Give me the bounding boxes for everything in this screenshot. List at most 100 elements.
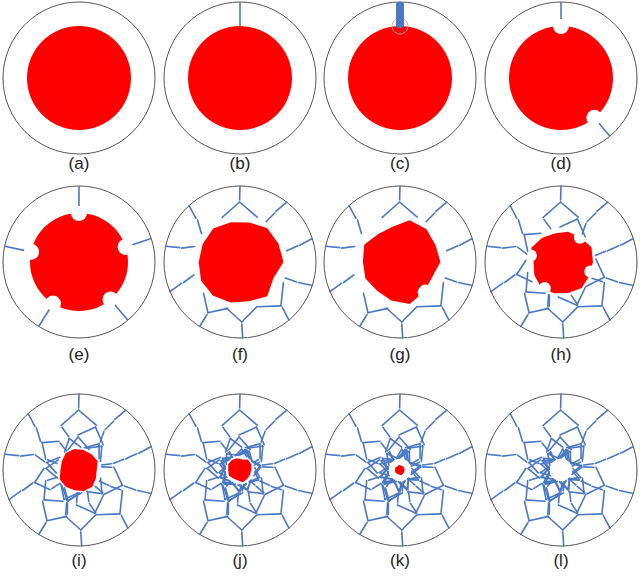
crack-branch xyxy=(487,246,501,247)
crack-branch xyxy=(239,394,241,408)
crack-branch xyxy=(300,447,313,454)
crack-branch xyxy=(559,450,566,459)
crack-branch xyxy=(546,493,560,499)
crack-branch xyxy=(23,483,33,491)
crack-branch xyxy=(460,239,473,246)
crack-branch xyxy=(35,468,44,482)
crack-branch xyxy=(223,482,233,483)
crack-branch xyxy=(541,464,549,472)
specimen-panel xyxy=(3,394,155,546)
crack-branch xyxy=(248,481,251,490)
crack-branch xyxy=(584,464,594,465)
crack-branch xyxy=(606,486,617,490)
crack-branch xyxy=(399,481,405,491)
crack-branch xyxy=(542,443,548,451)
crack-branch xyxy=(524,235,528,252)
crack-branch xyxy=(98,444,100,459)
crack-branch xyxy=(573,468,581,477)
crack-branch xyxy=(421,446,422,461)
crack-branch xyxy=(380,477,392,479)
crack-branch xyxy=(220,477,230,481)
crack-branch xyxy=(66,503,68,515)
crack-branch xyxy=(491,283,503,292)
crack-branch xyxy=(583,478,585,494)
crack-branch xyxy=(383,481,394,483)
crack-branch xyxy=(558,297,576,305)
crack-branch xyxy=(87,492,102,494)
crack-branch xyxy=(405,450,407,461)
crack-branch xyxy=(373,483,382,488)
crack-branch xyxy=(285,278,296,282)
crack-branch xyxy=(61,484,64,499)
crack-branch xyxy=(397,505,415,513)
crack-branch xyxy=(225,493,239,499)
crack-branch xyxy=(209,460,218,464)
crack-branch xyxy=(563,515,578,530)
crack-branch xyxy=(596,467,605,485)
crack-branch xyxy=(281,491,284,514)
crack-branch xyxy=(113,459,123,463)
crack-branch xyxy=(209,477,219,480)
crack-branch xyxy=(560,481,566,491)
crack-branch xyxy=(543,410,560,425)
crack-branch xyxy=(114,467,123,485)
crack-branch xyxy=(400,202,418,217)
crack-branch xyxy=(620,491,634,494)
pressurized-zone xyxy=(509,26,613,130)
specimen-panel xyxy=(485,394,637,546)
crack-branch xyxy=(562,532,565,546)
crack-branch xyxy=(220,460,229,464)
crack-branch xyxy=(389,437,399,450)
panel-label: (i) xyxy=(49,551,109,571)
crack-branch xyxy=(517,260,526,274)
crack-branch xyxy=(442,307,449,320)
pressurized-zone xyxy=(199,222,284,302)
crack-branch xyxy=(65,516,81,530)
crack-branch xyxy=(245,450,249,458)
specimen-panel xyxy=(3,2,155,154)
crack-branch xyxy=(285,486,296,490)
crack-branch xyxy=(222,484,225,499)
crack-branch xyxy=(549,453,554,460)
crack-branch xyxy=(544,427,551,436)
crack-branch xyxy=(578,427,586,445)
crack-branch xyxy=(342,247,355,249)
crack-line xyxy=(560,2,562,19)
crack-branch xyxy=(265,485,283,494)
crack-branch xyxy=(80,532,82,546)
crack-branch xyxy=(431,486,442,490)
crack-branch xyxy=(407,478,409,490)
crack-branch xyxy=(402,515,417,530)
crack-branch xyxy=(399,394,401,408)
crack-branch xyxy=(261,446,262,461)
crack-branch xyxy=(196,483,211,490)
crack-branch xyxy=(561,202,579,217)
crack-branch xyxy=(526,481,528,500)
crack-branch xyxy=(570,491,571,501)
crack-branch xyxy=(379,473,389,476)
crack-branch xyxy=(417,513,441,515)
crack-branch xyxy=(435,467,444,485)
crack-branch xyxy=(436,410,447,419)
crack-branch xyxy=(368,308,388,312)
crack-branch xyxy=(365,481,367,500)
crack-branch xyxy=(597,202,608,211)
crack-branch xyxy=(238,450,245,456)
crack-branch xyxy=(505,275,515,283)
crack-branch xyxy=(213,483,222,488)
crack-branch xyxy=(166,454,180,455)
crack-branch xyxy=(491,491,503,500)
crack-branch xyxy=(349,206,356,219)
crack-branch xyxy=(364,293,369,313)
crack-branch xyxy=(256,495,265,513)
crack-branch xyxy=(380,464,388,472)
crack-branch xyxy=(100,446,101,461)
crack-branch xyxy=(357,220,361,234)
crack-branch xyxy=(586,485,604,494)
crack-branch xyxy=(42,441,59,442)
crack-branch xyxy=(521,315,528,327)
panel-label: (k) xyxy=(370,551,430,571)
crack-line xyxy=(132,239,151,245)
panel-label: (e) xyxy=(49,345,109,365)
crack-branch xyxy=(76,505,94,513)
